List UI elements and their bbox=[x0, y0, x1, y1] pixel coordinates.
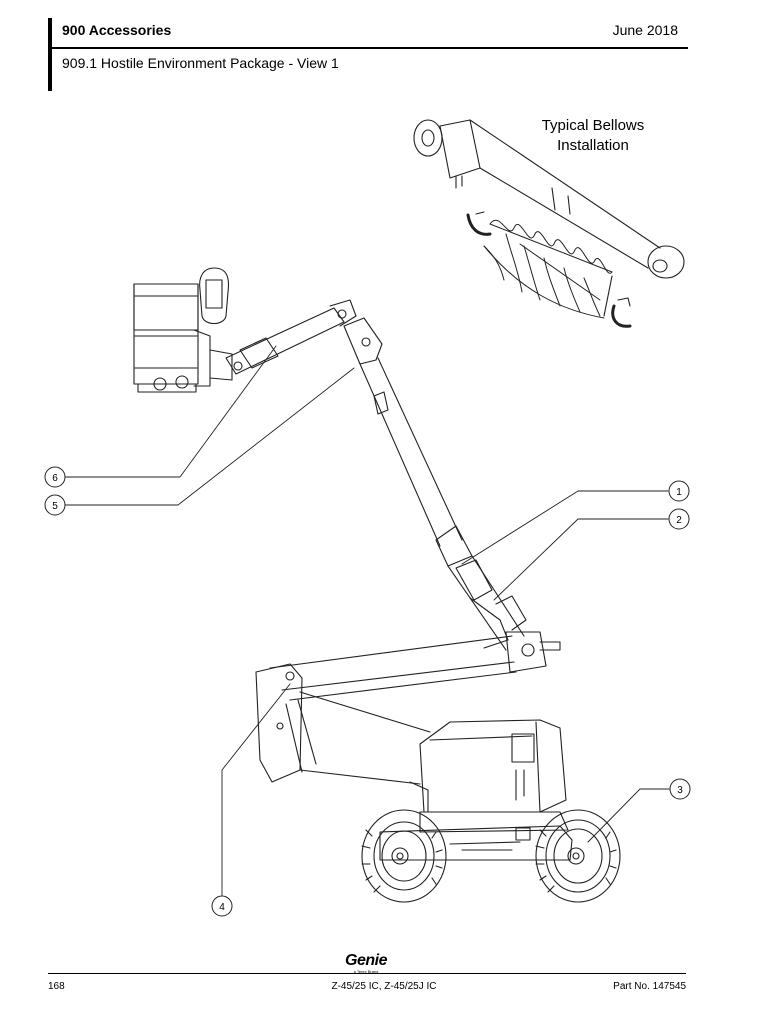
lower-boom bbox=[255, 631, 561, 785]
header-rule bbox=[48, 47, 688, 49]
callout-3: 3 bbox=[669, 778, 691, 800]
logo-wordmark: Genie bbox=[345, 952, 387, 969]
header-date: June 2018 bbox=[612, 22, 678, 38]
page-number: 168 bbox=[48, 981, 65, 992]
callout-label-1: 1 bbox=[676, 487, 682, 498]
callout-6: 6 bbox=[44, 466, 66, 488]
upper-boom bbox=[343, 317, 527, 651]
bellows-inset bbox=[413, 119, 685, 328]
wheel-left bbox=[361, 809, 447, 903]
callout-label-6: 6 bbox=[52, 473, 58, 484]
platform-basket bbox=[133, 267, 233, 393]
callout-label-4: 4 bbox=[219, 902, 225, 913]
callout-label-5: 5 bbox=[52, 501, 58, 512]
callout-label-2: 2 bbox=[676, 515, 682, 526]
callout-2: 2 bbox=[668, 508, 690, 530]
wheel-right bbox=[535, 809, 621, 903]
jib bbox=[225, 299, 357, 375]
logo-tagline: a Terex Brand bbox=[353, 969, 379, 974]
part-number: Part No. 147545 bbox=[613, 981, 686, 992]
model-numbers: Z-45/25 IC, Z-45/25J IC bbox=[331, 981, 437, 992]
turntable bbox=[409, 719, 569, 833]
page-subtitle: 909.1 Hostile Environment Package - View… bbox=[62, 55, 339, 71]
leader-lines bbox=[64, 345, 670, 897]
callout-4: 4 bbox=[211, 895, 233, 917]
footer-rule bbox=[48, 973, 686, 974]
section-title: 900 Accessories bbox=[62, 22, 172, 38]
callout-1: 1 bbox=[668, 480, 690, 502]
genie-logo: Genie a Terex Brand bbox=[336, 952, 396, 975]
callout-5: 5 bbox=[44, 494, 66, 516]
callout-label-3: 3 bbox=[677, 785, 683, 796]
header-bar bbox=[48, 18, 52, 91]
